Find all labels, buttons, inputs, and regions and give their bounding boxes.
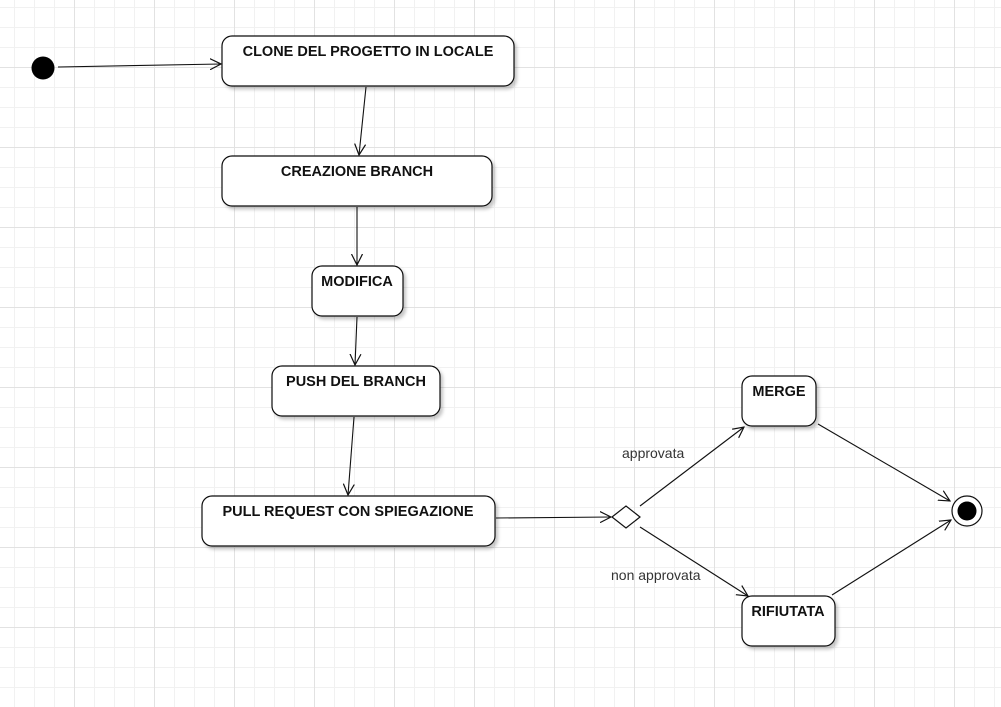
state-push-branch[interactable]: PUSH DEL BRANCH (271, 365, 441, 417)
state-pull-request[interactable]: PULL REQUEST CON SPIEGAZIONE (201, 495, 496, 547)
state-merge-label: MERGE (752, 384, 806, 400)
edge-rifiutata-to-end (831, 520, 951, 596)
edge-label-non-approvata: non approvata (611, 567, 701, 583)
edge-merge-to-end (817, 423, 950, 501)
edge-modifica-to-push (355, 316, 357, 365)
state-push-branch-label: PUSH DEL BRANCH (286, 374, 426, 390)
edge-pr-to-decision (495, 517, 611, 518)
state-creazione-branch[interactable]: CREAZIONE BRANCH (221, 155, 493, 207)
state-modifica-label: MODIFICA (321, 274, 393, 290)
edge-clone-to-branch (359, 86, 367, 155)
edge-start-to-clone (57, 64, 221, 67)
state-clone-label: CLONE DEL PROGETTO IN LOCALE (243, 44, 494, 60)
edge-push-to-pr (348, 416, 354, 495)
state-rifiutata[interactable]: RIFIUTATA (741, 595, 836, 647)
edge-decision-to-merge (639, 427, 744, 507)
final-node[interactable] (951, 495, 983, 527)
decision-node[interactable] (611, 505, 641, 529)
state-modifica[interactable]: MODIFICA (311, 265, 404, 317)
edges (57, 64, 951, 596)
initial-node[interactable] (31, 56, 55, 80)
state-creazione-branch-label: CREAZIONE BRANCH (281, 164, 433, 180)
state-merge[interactable]: MERGE (741, 375, 817, 427)
state-rifiutata-label: RIFIUTATA (751, 604, 825, 620)
state-clone[interactable]: CLONE DEL PROGETTO IN LOCALE (221, 35, 515, 87)
edge-decision-to-rifiutata (639, 526, 748, 596)
state-pull-request-label: PULL REQUEST CON SPIEGAZIONE (222, 504, 473, 520)
edge-label-approvata: approvata (622, 445, 684, 461)
